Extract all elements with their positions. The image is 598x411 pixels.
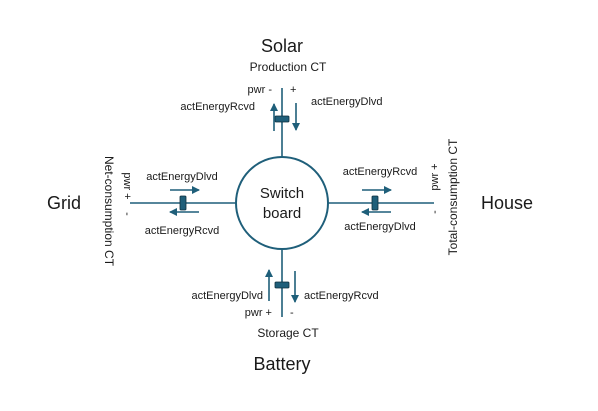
solar-title: Solar [261,36,303,56]
production-ct-sensor [274,115,290,123]
solar-dlvd-label: actEnergyDlvd [311,96,383,108]
storage-ct-sensor [274,281,290,289]
battery-rcvd-label: actEnergyRcvd [304,290,379,302]
house-minus-label: - [429,210,441,214]
house-title: House [481,193,533,213]
house-dlvd-label: actEnergyDlvd [344,221,416,233]
switchboard [235,156,329,250]
net-consumption-ct-label: Net-consumption CT [102,156,116,267]
switchboard-label-line1: Switch [260,185,304,202]
total-consumption-ct-label: Total-consumption CT [446,138,460,255]
grid-minus-label: - [121,212,133,216]
grid-title: Grid [47,193,81,213]
house-pwr-plus-label: pwr + [429,163,441,190]
total-consumption-ct-sensor [371,195,379,211]
battery-dlvd-label: actEnergyDlvd [191,290,263,302]
grid-pwr-plus-label: pwr + [121,172,133,199]
house-rcvd-label: actEnergyRcvd [343,166,418,178]
solar-plus-label: + [290,84,296,96]
storage-ct-label: Storage CT [257,326,319,340]
solar-rcvd-label: actEnergyRcvd [180,101,255,113]
grid-dlvd-label: actEnergyDlvd [146,171,218,183]
grid-rcvd-label: actEnergyRcvd [145,225,220,237]
battery-title: Battery [253,354,310,374]
battery-minus-label: - [290,307,294,319]
net-consumption-ct-sensor [179,195,187,211]
battery-pwr-plus-label: pwr + [245,307,272,319]
switchboard-label-line2: board [263,205,301,222]
production-ct-label: Production CT [250,60,327,74]
solar-pwr-minus-label: pwr - [248,84,273,96]
